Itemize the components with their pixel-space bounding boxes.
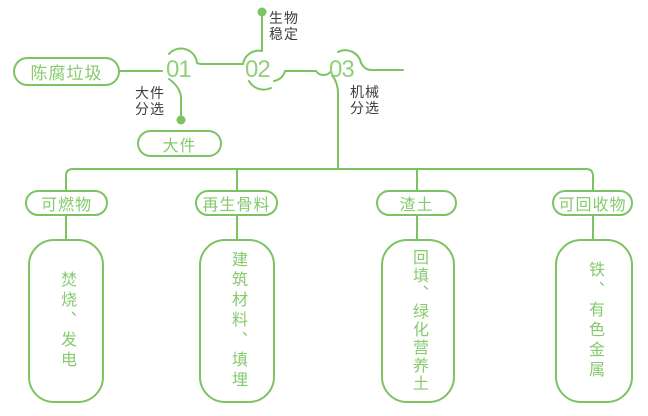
bulky-item-pill: 大件 xyxy=(137,130,222,157)
step-label-mechanical-sorting-line1: 机械 xyxy=(350,84,380,100)
category-pill-recyclables: 可回收物 xyxy=(552,190,633,216)
detail-box-combustibles: 焚烧、发电 xyxy=(28,239,104,403)
detail-box-recycled-aggregate-text: 建筑材料、填埋 xyxy=(229,251,246,391)
step-label-bulky-sorting: 大件 分选 xyxy=(135,85,165,117)
mechanical-sorting-drop-line xyxy=(331,74,339,170)
step-label-bio-stabilization-line2: 稳定 xyxy=(269,25,299,42)
bulky-branch-dot xyxy=(176,115,186,125)
category-pill-recyclables-label: 可回收物 xyxy=(558,197,627,214)
branch-line-bulky-sorting xyxy=(168,78,182,117)
source-pill-label: 陈腐垃圾 xyxy=(30,64,103,83)
flow-line-01-to-02 xyxy=(168,47,244,65)
step-03-top-arc xyxy=(337,49,362,64)
source-pill-aged-waste: 陈腐垃圾 xyxy=(13,57,120,86)
step-label-bulky-sorting-line1: 大件 xyxy=(135,85,165,101)
step-label-bio-stabilization-line1: 生物 xyxy=(269,10,299,26)
flow-line-02-to-03 xyxy=(273,70,332,82)
step-label-bulky-sorting-line2: 分选 xyxy=(135,100,165,117)
detail-box-slag-soil: 回填、绿化营养土 xyxy=(381,239,455,403)
detail-box-combustibles-text: 焚烧、发电 xyxy=(58,271,75,371)
category-pill-combustibles: 可燃物 xyxy=(25,190,108,216)
detail-box-recyclables-text: 铁、有色金属 xyxy=(586,261,603,381)
step-label-bio-stabilization: 生物 稳定 xyxy=(269,10,299,42)
step-number-03: 03 xyxy=(329,56,355,83)
category-pill-slag-soil: 渣土 xyxy=(376,190,457,216)
step-02-bottom-arc xyxy=(248,80,272,91)
step-02-top-arc xyxy=(242,49,263,65)
category-pill-recycled-aggregate: 再生骨料 xyxy=(195,190,278,216)
step-number-02: 02 xyxy=(245,56,271,83)
step-number-01: 01 xyxy=(166,56,192,83)
detail-box-recycled-aggregate: 建筑材料、填埋 xyxy=(199,239,275,403)
flow-line-after-03 xyxy=(360,62,404,71)
bio-stabilization-dot xyxy=(257,7,267,17)
step-label-mechanical-sorting: 机械 分选 xyxy=(350,84,380,116)
category-pill-combustibles-label: 可燃物 xyxy=(40,197,92,214)
distribution-line xyxy=(65,168,594,191)
category-pill-slag-soil-label: 渣土 xyxy=(399,197,434,214)
category-pill-recycled-aggregate-label: 再生骨料 xyxy=(202,197,271,214)
detail-box-slag-soil-text: 回填、绿化营养土 xyxy=(410,249,427,393)
bulky-item-pill-label: 大件 xyxy=(162,137,197,155)
detail-box-recyclables: 铁、有色金属 xyxy=(555,239,633,403)
step-label-mechanical-sorting-line2: 分选 xyxy=(350,99,380,116)
